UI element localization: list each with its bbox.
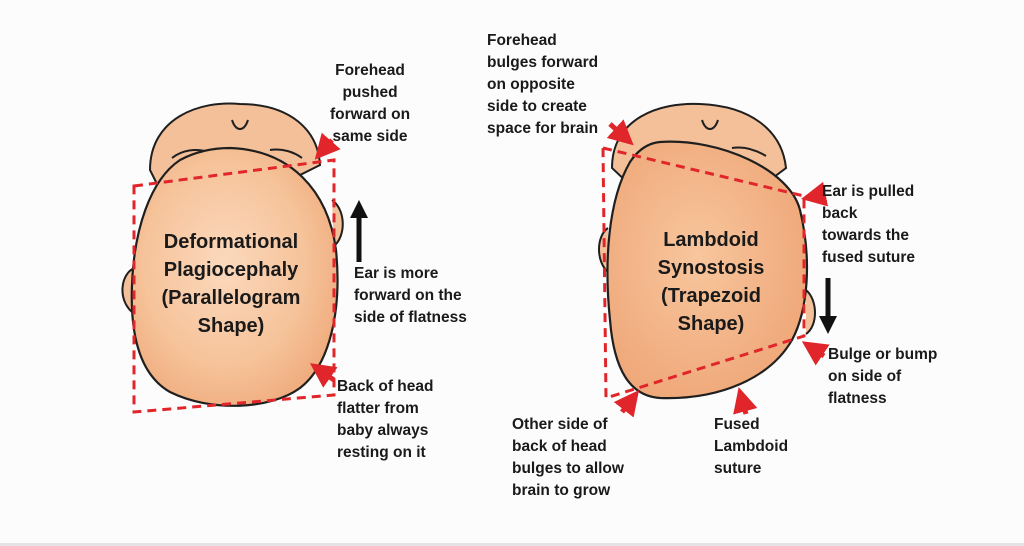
right-ear-label: Ear is pulled back towards the fused sut… <box>822 183 916 266</box>
right-forehead-arrow <box>606 119 634 146</box>
right-other-side-arrow <box>613 390 640 418</box>
right-bulge-arrow <box>801 341 830 366</box>
bottom-divider <box>0 543 1024 546</box>
right-trapezoid-outline <box>601 146 806 401</box>
right-eye-right <box>731 146 767 157</box>
left-ear-label: Ear is more forward on the side of flatn… <box>354 265 467 326</box>
right-nose <box>701 119 719 130</box>
right-bulge-label: Bulge or bump on side of flatness <box>828 346 938 407</box>
left-parallelogram-outline <box>132 158 336 414</box>
left-eye-right <box>269 148 303 159</box>
left-back-label: Back of head flatter from baby always re… <box>337 378 434 461</box>
right-ear-back-arrow <box>819 278 837 334</box>
right-head <box>598 102 816 401</box>
left-back-arrow <box>309 363 338 388</box>
left-head <box>121 102 344 414</box>
right-other-side-label: Other side of back of head bulges to all… <box>512 416 624 499</box>
right-suture-label: Fused Lambdoid suture <box>714 416 789 477</box>
left-diagram-title: Deformational Plagiocephaly (Parallelogr… <box>161 231 301 337</box>
right-skull <box>606 140 809 400</box>
right-arrows <box>606 119 837 418</box>
left-forehead-arrow <box>314 132 341 160</box>
left-forehead-label: Forehead pushed forward on same side <box>329 62 411 145</box>
left-nose <box>231 119 249 130</box>
left-arrows <box>309 132 368 388</box>
right-diagram-title: Lambdoid Synostosis (Trapezoid Shape) <box>657 229 765 335</box>
right-ear-arrow-red <box>801 181 829 207</box>
right-forehead-label: Forehead bulges forward on opposite side… <box>487 32 599 137</box>
right-suture-arrow <box>733 387 758 415</box>
left-ear-forward-arrow <box>350 200 368 262</box>
right-ear-right <box>805 289 816 335</box>
